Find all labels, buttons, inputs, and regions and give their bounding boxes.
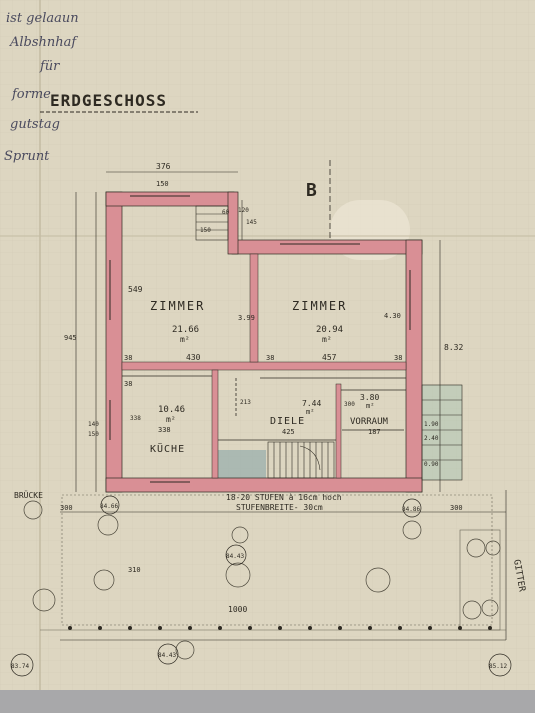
elevation-2: 84.43 bbox=[226, 553, 244, 560]
dim-garden: 310 bbox=[128, 566, 141, 574]
room-zimmer-right-name: ZIMMER bbox=[292, 299, 347, 313]
note-line-1: ist gelaaun bbox=[6, 11, 79, 26]
dim-top-small: 150 bbox=[156, 180, 169, 188]
dim-top-width: 376 bbox=[156, 162, 171, 171]
side-steps bbox=[421, 384, 463, 481]
dim-diele-width: 425 bbox=[282, 428, 295, 436]
elevation-6: 85.12 bbox=[489, 663, 507, 670]
room-vorraum-name: VORRAUM bbox=[350, 417, 389, 427]
dim-zr-depth: 4.30 bbox=[384, 312, 401, 320]
elevation-4: 83.74 bbox=[11, 663, 29, 670]
dim-step-b: 150 bbox=[200, 227, 211, 234]
dim-side-300-a: 300 bbox=[60, 504, 73, 512]
dim-wall-d: 38 bbox=[124, 380, 132, 388]
table-edge bbox=[0, 690, 535, 713]
room-zimmer-left-name: ZIMMER bbox=[150, 299, 205, 313]
dim-zl-depth: 3.99 bbox=[238, 314, 255, 322]
dim-right-ext-c: 0.90 bbox=[424, 461, 439, 468]
dim-left-height: 549 bbox=[128, 285, 143, 294]
staircase bbox=[267, 441, 335, 479]
room-diele-area: 7.44 bbox=[302, 399, 321, 408]
dim-right-ext-b: 2.40 bbox=[424, 435, 439, 442]
room-kueche-name: KÜCHE bbox=[150, 442, 185, 455]
note-line-2: Albshnhaf bbox=[9, 35, 78, 50]
note-line-3: für bbox=[39, 59, 60, 74]
room-vorraum-unit: m² bbox=[366, 402, 374, 410]
dim-wall-c: 38 bbox=[394, 354, 402, 362]
dimension-lines bbox=[60, 171, 507, 641]
dim-zr-width: 457 bbox=[322, 353, 337, 362]
plan-title: ERDGESCHOSS bbox=[50, 91, 167, 110]
dim-wall-a: 38 bbox=[124, 354, 132, 362]
elevation-3: 84.86 bbox=[402, 506, 420, 513]
kitchen-tiles bbox=[216, 450, 266, 480]
garden-trees bbox=[23, 500, 501, 660]
elevation-1: 84.66 bbox=[100, 503, 118, 510]
partition-lines bbox=[122, 375, 406, 441]
room-kueche-area: 10.46 bbox=[158, 405, 185, 415]
dim-v-h: 300 bbox=[344, 401, 355, 408]
elevation-circles bbox=[10, 495, 512, 677]
interior-walls bbox=[121, 253, 407, 479]
dim-top-small2: 145 bbox=[246, 219, 257, 226]
dim-step-c: 120 bbox=[238, 207, 249, 214]
dim-vorraum-width: 187 bbox=[368, 428, 381, 436]
note-line-5: gutstag bbox=[10, 117, 60, 132]
dim-small-140: 140 bbox=[88, 421, 99, 428]
room-zimmer-left-unit: m² bbox=[180, 335, 190, 344]
dim-k-h: 338 bbox=[130, 415, 141, 422]
room-zimmer-right-area: 20.94 bbox=[316, 325, 343, 335]
room-kueche-unit: m² bbox=[166, 415, 176, 424]
room-diele-name: DIELE bbox=[270, 416, 305, 427]
garden-outline bbox=[40, 494, 506, 631]
dim-kueche-width: 338 bbox=[158, 426, 171, 434]
room-zimmer-right-unit: m² bbox=[322, 335, 332, 344]
fence-posts bbox=[68, 626, 492, 630]
dim-right-ext-a: 1.90 bbox=[424, 421, 439, 428]
section-marker: B bbox=[306, 180, 317, 201]
elevation-5: 84.43 bbox=[158, 652, 176, 659]
dim-left-outer: 945 bbox=[64, 334, 77, 342]
room-vorraum-area: 3.80 bbox=[360, 393, 379, 402]
dimension-labels: 376 150 145 549 3.99 4.30 8.32 430 457 3… bbox=[60, 162, 463, 614]
room-zimmer-left-area: 21.66 bbox=[172, 325, 199, 335]
dim-zl-width: 430 bbox=[186, 353, 201, 362]
top-stairs bbox=[195, 205, 229, 241]
dim-bottom-total: 1000 bbox=[228, 605, 247, 614]
note-line-6: Sprunt bbox=[4, 149, 50, 164]
dim-right-total: 8.32 bbox=[444, 343, 463, 352]
dim-d-h: 213 bbox=[240, 399, 251, 406]
stairs-note-line-2: STUFENBREITE- 30cm bbox=[236, 503, 323, 512]
stairs-note-line-1: 18-20 STUFEN à 16cm hoch bbox=[226, 493, 342, 502]
dim-wall-b: 38 bbox=[266, 354, 274, 362]
room-diele-unit: m² bbox=[306, 408, 314, 416]
note-line-4: forme bbox=[11, 87, 51, 102]
dim-small-150: 150 bbox=[88, 431, 99, 438]
dim-side-300-b: 300 bbox=[450, 504, 463, 512]
window-marks bbox=[109, 195, 411, 483]
dim-step-a: 60 bbox=[222, 209, 230, 216]
label-bruecke: BRÜCKE bbox=[14, 490, 43, 500]
handwritten-notes: ist gelaaun Albshnhaf für forme gutstag … bbox=[4, 11, 79, 164]
